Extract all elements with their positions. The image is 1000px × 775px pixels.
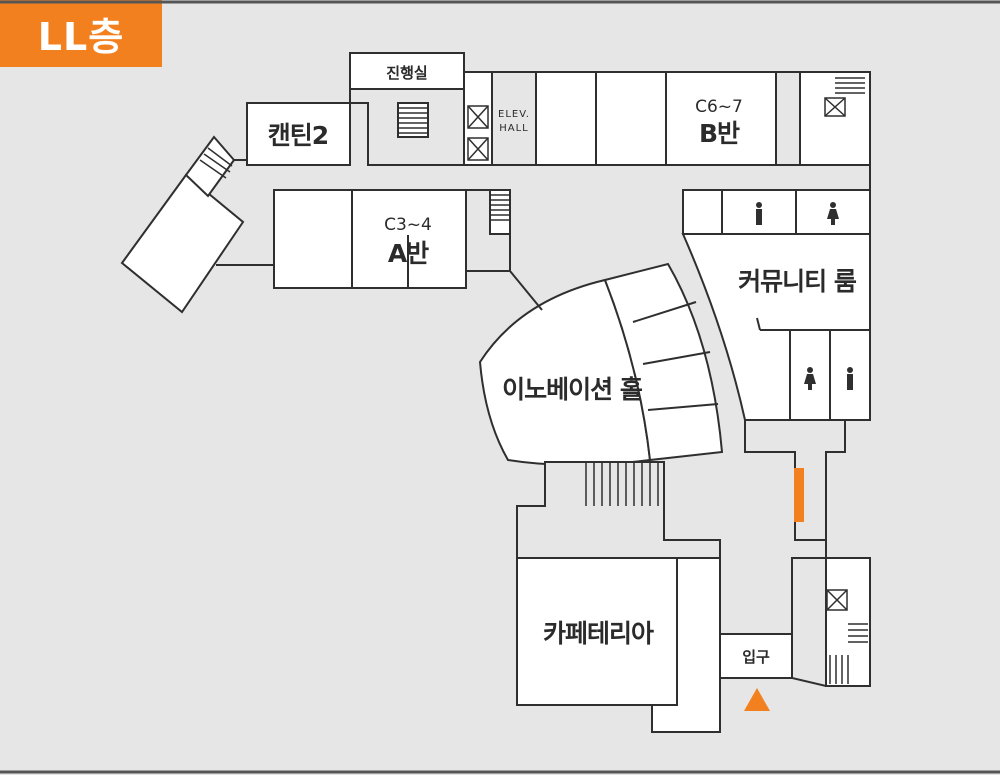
connector-hall-a <box>509 270 543 311</box>
hall-side-div-2 <box>642 351 711 365</box>
angled-wing <box>120 173 245 314</box>
cafeteria-label: 카페테리아 <box>543 619 654 648</box>
progress-room <box>349 52 465 90</box>
community-room-label: 커뮤니티 룸 <box>738 267 857 296</box>
entrance-label: 입구 <box>742 648 770 666</box>
entrance-room <box>719 633 793 679</box>
class-b-room <box>665 71 777 166</box>
cafeteria-room <box>516 557 678 706</box>
class-b-name-label: B반 <box>699 119 740 148</box>
male-restroom-icon <box>756 202 853 390</box>
class-a-name-label: A반 <box>388 239 429 268</box>
community-notch <box>756 317 761 331</box>
room-a-left <box>273 189 353 289</box>
top-right-core <box>799 71 871 166</box>
stairs-icon <box>199 77 868 684</box>
female-restroom-icon <box>804 202 839 390</box>
floor-label-badge: LL층 <box>0 0 162 67</box>
canteen-label: 캔틴2 <box>268 121 328 150</box>
elev-hall-label-1: ELEV. <box>498 109 530 120</box>
right-wing-strip <box>682 189 871 235</box>
hall-side-div-1 <box>632 301 697 323</box>
entrance-arrow-icon <box>744 688 770 711</box>
hall-side-div-3 <box>647 403 719 411</box>
cafeteria-annex <box>651 557 721 733</box>
top-corridor-gap <box>775 71 801 166</box>
elevator-icon <box>467 97 848 611</box>
progress-room-label: 진행실 <box>386 64 427 82</box>
elev-hall-label-2: HALL <box>499 123 529 134</box>
canteen-room <box>246 102 351 166</box>
room-top-1 <box>535 71 597 166</box>
innovation-hall-label: 이노베이션 홀 <box>502 375 643 404</box>
stairs-a <box>489 189 511 235</box>
elev-hall <box>491 71 537 166</box>
class-a-code-label: C3~4 <box>384 215 432 235</box>
room-top-2 <box>595 71 667 166</box>
current-location-marker <box>794 468 804 522</box>
class-b-code-label: C6~7 <box>695 97 743 117</box>
